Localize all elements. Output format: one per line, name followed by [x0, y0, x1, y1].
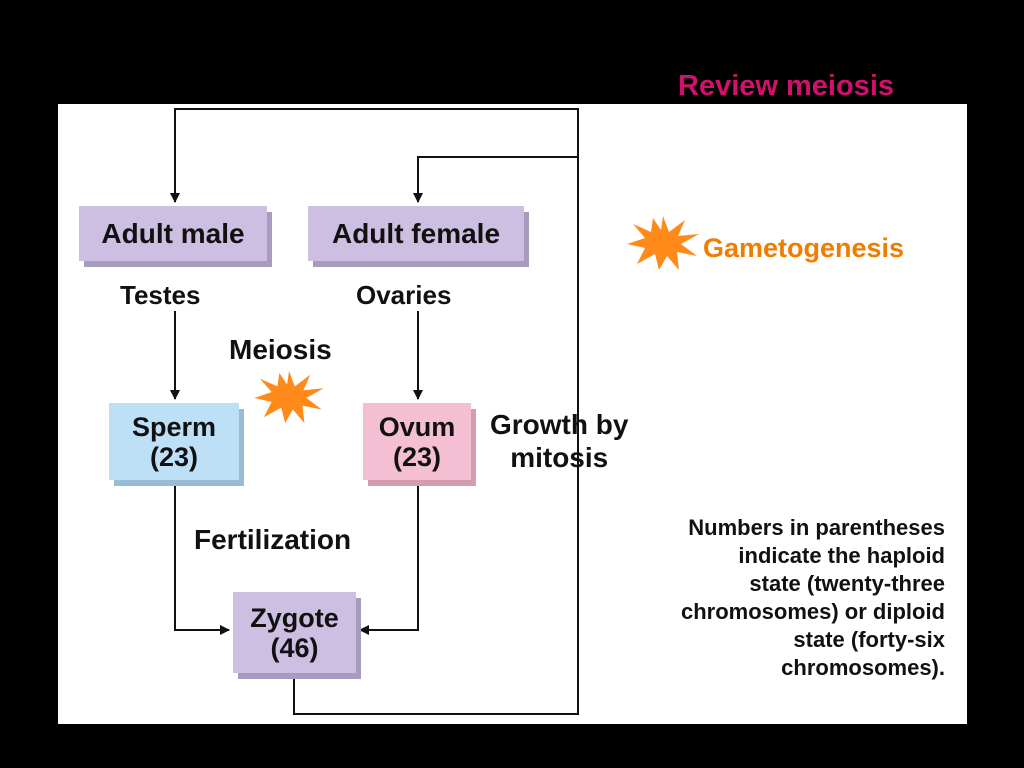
growth-line-2: mitosis [510, 442, 609, 473]
note-line: chromosomes). [781, 655, 945, 680]
testes-label: Testes [120, 280, 201, 310]
note-line: state (forty-six [793, 627, 945, 652]
zygote-box: Zygote (46) [233, 592, 356, 673]
growth-line-1: Growth by [490, 409, 629, 440]
starburst-icon [254, 370, 324, 424]
note-line: indicate the haploid [738, 543, 945, 568]
fertilization-label: Fertilization [194, 524, 352, 555]
diagram-panel: Adult male Adult female Testes Ovaries M… [58, 104, 967, 724]
sperm-count: (23) [149, 441, 198, 472]
starburst-icon [627, 216, 699, 270]
zygote-label: Zygote [250, 602, 339, 633]
note-line: state (twenty-three [749, 571, 945, 596]
ovum-box: Ovum (23) [363, 403, 471, 480]
ovum-to-zygote-line [359, 480, 419, 635]
slide-title: Review meiosis [678, 70, 894, 102]
adult-male-box: Adult male [79, 206, 267, 261]
sperm-label: Sperm [131, 411, 217, 442]
zygote-count: (46) [270, 632, 319, 663]
meiosis-label: Meiosis [229, 334, 332, 365]
loop-female-line [413, 156, 578, 203]
ovum-count: (23) [392, 441, 441, 472]
haploid-diploid-note: Numbers in parentheses indicate the hapl… [585, 514, 945, 682]
adult-female-box: Adult female [308, 206, 524, 261]
growth-by-mitosis-label: Growth by mitosis [490, 408, 628, 474]
note-line: Numbers in parentheses [688, 515, 945, 540]
connector-lines [170, 108, 579, 715]
sperm-box: Sperm (23) [109, 403, 239, 480]
sperm-to-zygote-line [174, 480, 230, 635]
loop-outer-line [170, 108, 579, 715]
adult-male-label: Adult male [101, 217, 245, 249]
ovaries-label: Ovaries [356, 280, 452, 310]
gametogenesis-callout: Gametogenesis [703, 233, 905, 263]
adult-female-label: Adult female [331, 217, 501, 249]
note-line: chromosomes) or diploid [680, 599, 945, 624]
ovum-label: Ovum [378, 411, 456, 442]
